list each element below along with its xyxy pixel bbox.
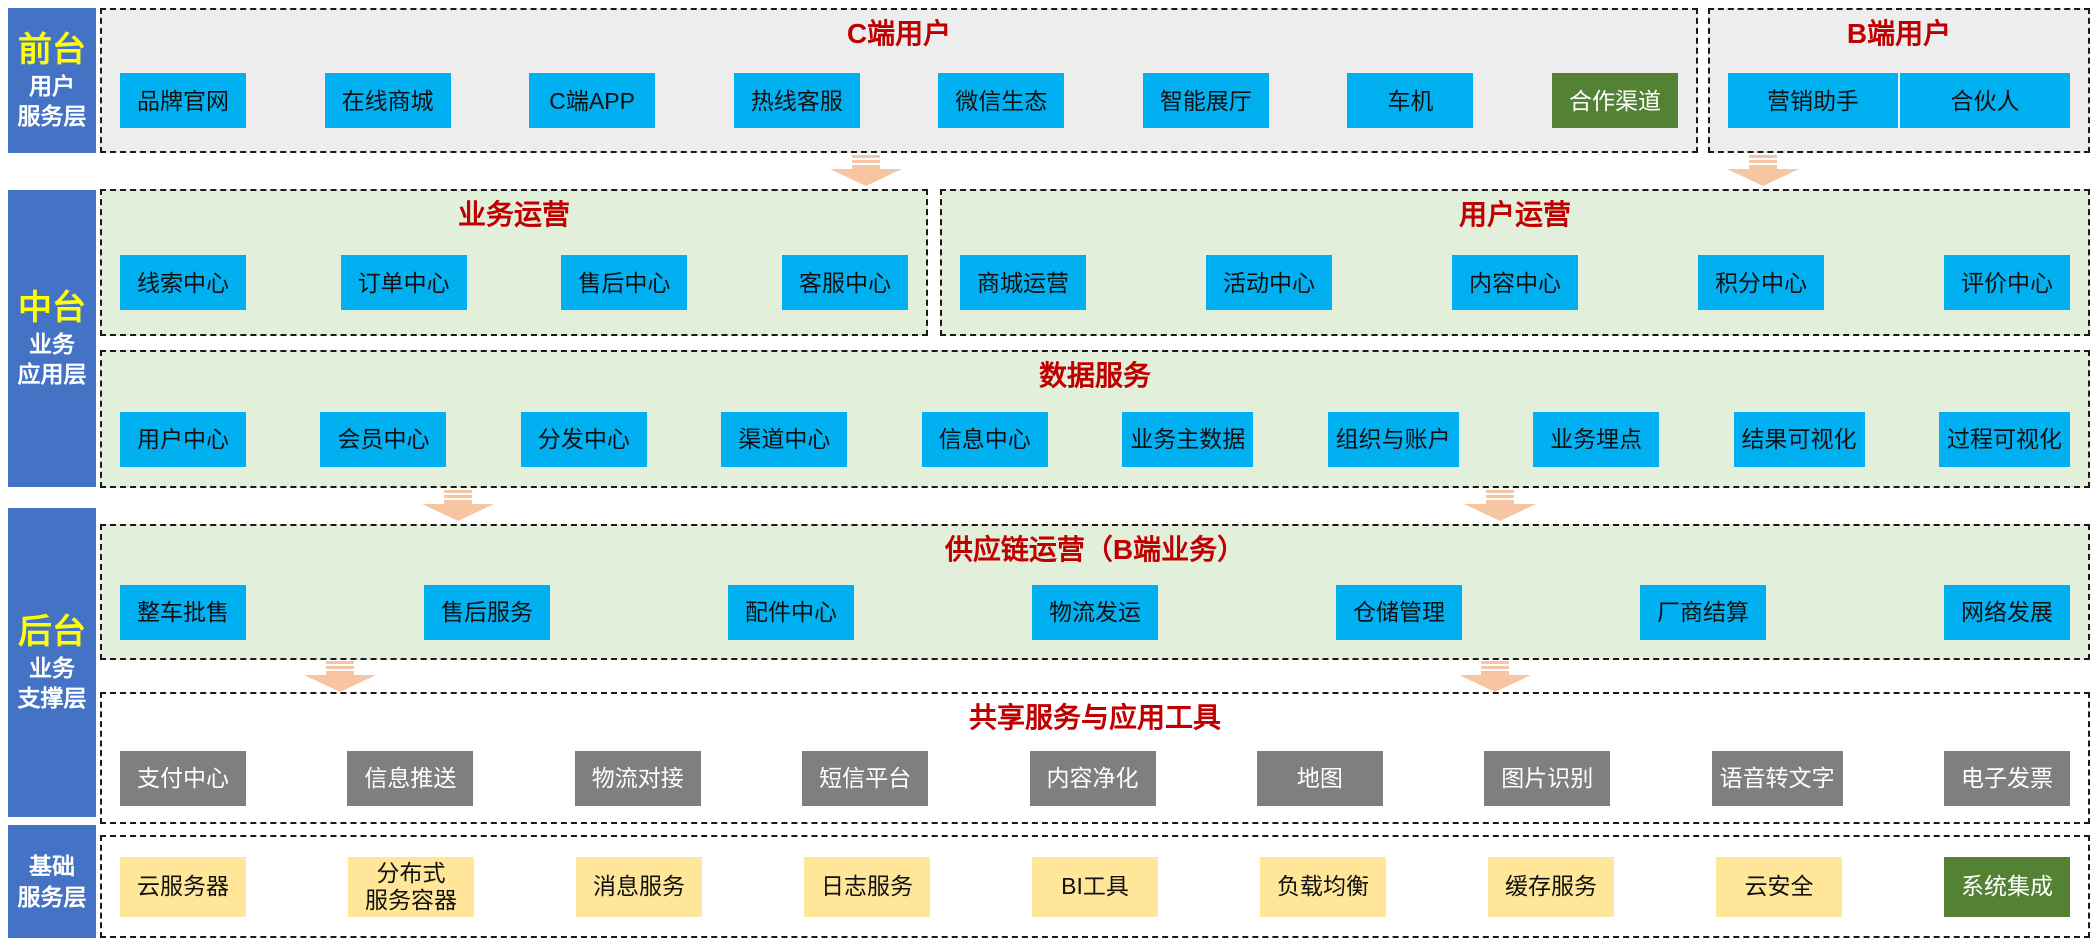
layer-label-middle: 中台 业务 应用层 [8,190,96,487]
button-row: 支付中心 信息推送 物流对接 短信平台 内容净化 地图 图片识别 语音转文字 电子发票 [102,735,2088,822]
module-block: 内容净化 [1029,750,1156,806]
module-block: 信息中心 [921,411,1048,467]
module-block: 售后中心 [561,255,688,311]
module-block: 物流发运 [1032,584,1158,640]
button-row: 线索中心 订单中心 售后中心 客服中心 [102,232,926,334]
section-title: B端用户 [1846,18,1952,49]
section-title: 共享服务与应用工具 [968,702,1221,733]
module-block: 信息推送 [347,750,474,806]
module-block: 用户中心 [120,411,246,467]
module-block: 物流对接 [574,750,701,806]
layer-label-base: 基础 服务层 [8,825,96,938]
layer-title: 前台 [18,30,86,69]
module-block: 评价中心 [1944,255,2070,311]
module-block: 业务主数据 [1122,411,1254,467]
layer-subtitle-line: 用户 [29,72,75,99]
layer-subtitle-line: 应用层 [17,360,87,387]
section-c-end-users: C端用户 品牌官网 在线商城 C端APP 热线客服 微信生态 智能展厅 车机 合作渠道 [100,8,1698,153]
section-b-end-users: B端用户 营销助手合伙人 [1708,8,2090,153]
module-block: 微信生态 [938,73,1065,129]
module-block: 线索中心 [120,255,246,311]
module-block: BI工具 [1032,856,1158,917]
layer-subtitle-line: 服务层 [17,102,87,129]
section-title: 用户运营 [1458,199,1571,230]
section-title: 数据服务 [1038,360,1151,391]
section-business-operations: 业务运营 线索中心 订单中心 售后中心 客服中心 [100,189,928,336]
module-block: 地图 [1256,750,1383,806]
module-block: 组织与账户 [1327,411,1459,467]
module-block: 配件中心 [728,584,854,640]
down-arrow-icon [304,661,376,692]
module-block: 营销助手 [1728,73,1898,129]
module-block: 业务埋点 [1533,411,1660,467]
button-row: 商城运营 活动中心 内容中心 积分中心 评价中心 [942,232,2088,334]
module-block: 订单中心 [340,255,467,311]
module-block: 图片识别 [1484,750,1611,806]
module-block: 缓存服务 [1488,856,1614,917]
down-arrow-icon [1464,490,1536,521]
layer-subtitle-line: 业务 [29,330,75,357]
button-row: 整车批售 售后服务 配件中心 物流发运 仓储管理 厂商结算 网络发展 [102,567,2088,658]
module-block: 热线客服 [733,73,860,129]
down-arrow-icon [1727,155,1799,186]
module-block: 在线商城 [324,73,451,129]
module-block: 电子发票 [1944,750,2070,806]
module-block: 会员中心 [320,411,447,467]
module-block: 负载均衡 [1260,856,1386,917]
layer-label-front: 前台 用户 服务层 [8,8,96,153]
module-block: 短信平台 [802,750,929,806]
module-block: 语音转文字 [1711,750,1843,806]
section-title: 供应链运营（B端业务） [944,534,1246,565]
module-block: 内容中心 [1452,255,1578,311]
section-supply-chain-operations: 供应链运营（B端业务） 整车批售 售后服务 配件中心 物流发运 仓储管理 厂商结算 网络发展 [100,524,2090,660]
down-arrow-icon [830,155,902,186]
module-block: 日志服务 [804,856,930,917]
module-block: 分布式 服务容器 [348,856,474,917]
down-arrow-icon [1459,661,1531,692]
module-block: 合伙人 [1900,73,2070,129]
module-block: 商城运营 [960,255,1086,311]
module-block: 售后服务 [424,584,550,640]
button-row: 云服务器 分布式 服务容器 消息服务 日志服务 BI工具 负载均衡 缓存服务 云安全 系统集成 [102,837,2088,936]
module-block: 整车批售 [120,584,246,640]
module-block: 仓储管理 [1336,584,1462,640]
module-block: 智能展厅 [1142,73,1269,129]
layer-title: 中台 [18,288,86,327]
down-arrow-icon [422,490,494,521]
layer-title: 后台 [18,612,86,651]
module-block: 网络发展 [1944,584,2070,640]
module-block: 分发中心 [520,411,647,467]
button-row: 营销助手合伙人 [1710,51,2088,151]
layer-label-back: 后台 业务 支撑层 [8,508,96,817]
module-block: 车机 [1347,73,1474,129]
layer-subtitle-line: 支撑层 [17,684,87,711]
module-block: 合作渠道 [1551,73,1678,129]
layer-subtitle-line: 业务 [29,654,75,681]
module-block: 渠道中心 [721,411,848,467]
section-data-services: 数据服务 用户中心 会员中心 分发中心 渠道中心 信息中心 业务主数据 组织与账户 业务埋点 结… [100,350,2090,488]
module-block: 积分中心 [1698,255,1824,311]
section-user-operations: 用户运营 商城运营 活动中心 内容中心 积分中心 评价中心 [940,189,2090,336]
module-block: 客服中心 [781,255,908,311]
module-block: 云安全 [1716,856,1842,917]
layer-subtitle-line: 基础 [29,853,75,880]
layer-subtitle-line: 服务层 [17,883,87,910]
button-row: 品牌官网 在线商城 C端APP 热线客服 微信生态 智能展厅 车机 合作渠道 [102,51,1696,151]
module-block: 系统集成 [1944,856,2070,917]
section-title: 业务运营 [457,199,570,230]
module-block: 厂商结算 [1640,584,1766,640]
module-block: 活动中心 [1206,255,1332,311]
section-title: C端用户 [846,18,952,49]
module-block: 支付中心 [120,750,246,806]
section-infrastructure-services: 云服务器 分布式 服务容器 消息服务 日志服务 BI工具 负载均衡 缓存服务 云安全 系统集成 [100,835,2090,938]
module-block: 过程可视化 [1938,411,2070,467]
module-block: 云服务器 [120,856,246,917]
module-block: 结果可视化 [1733,411,1865,467]
module-block: C端APP [529,73,656,129]
module-block: 消息服务 [576,856,702,917]
module-block: 品牌官网 [120,73,246,129]
section-shared-services: 共享服务与应用工具 支付中心 信息推送 物流对接 短信平台 内容净化 地图 图片识别 语音转文… [100,692,2090,824]
button-row: 用户中心 会员中心 分发中心 渠道中心 信息中心 业务主数据 组织与账户 业务埋点 结果可视化 过… [102,393,2088,486]
